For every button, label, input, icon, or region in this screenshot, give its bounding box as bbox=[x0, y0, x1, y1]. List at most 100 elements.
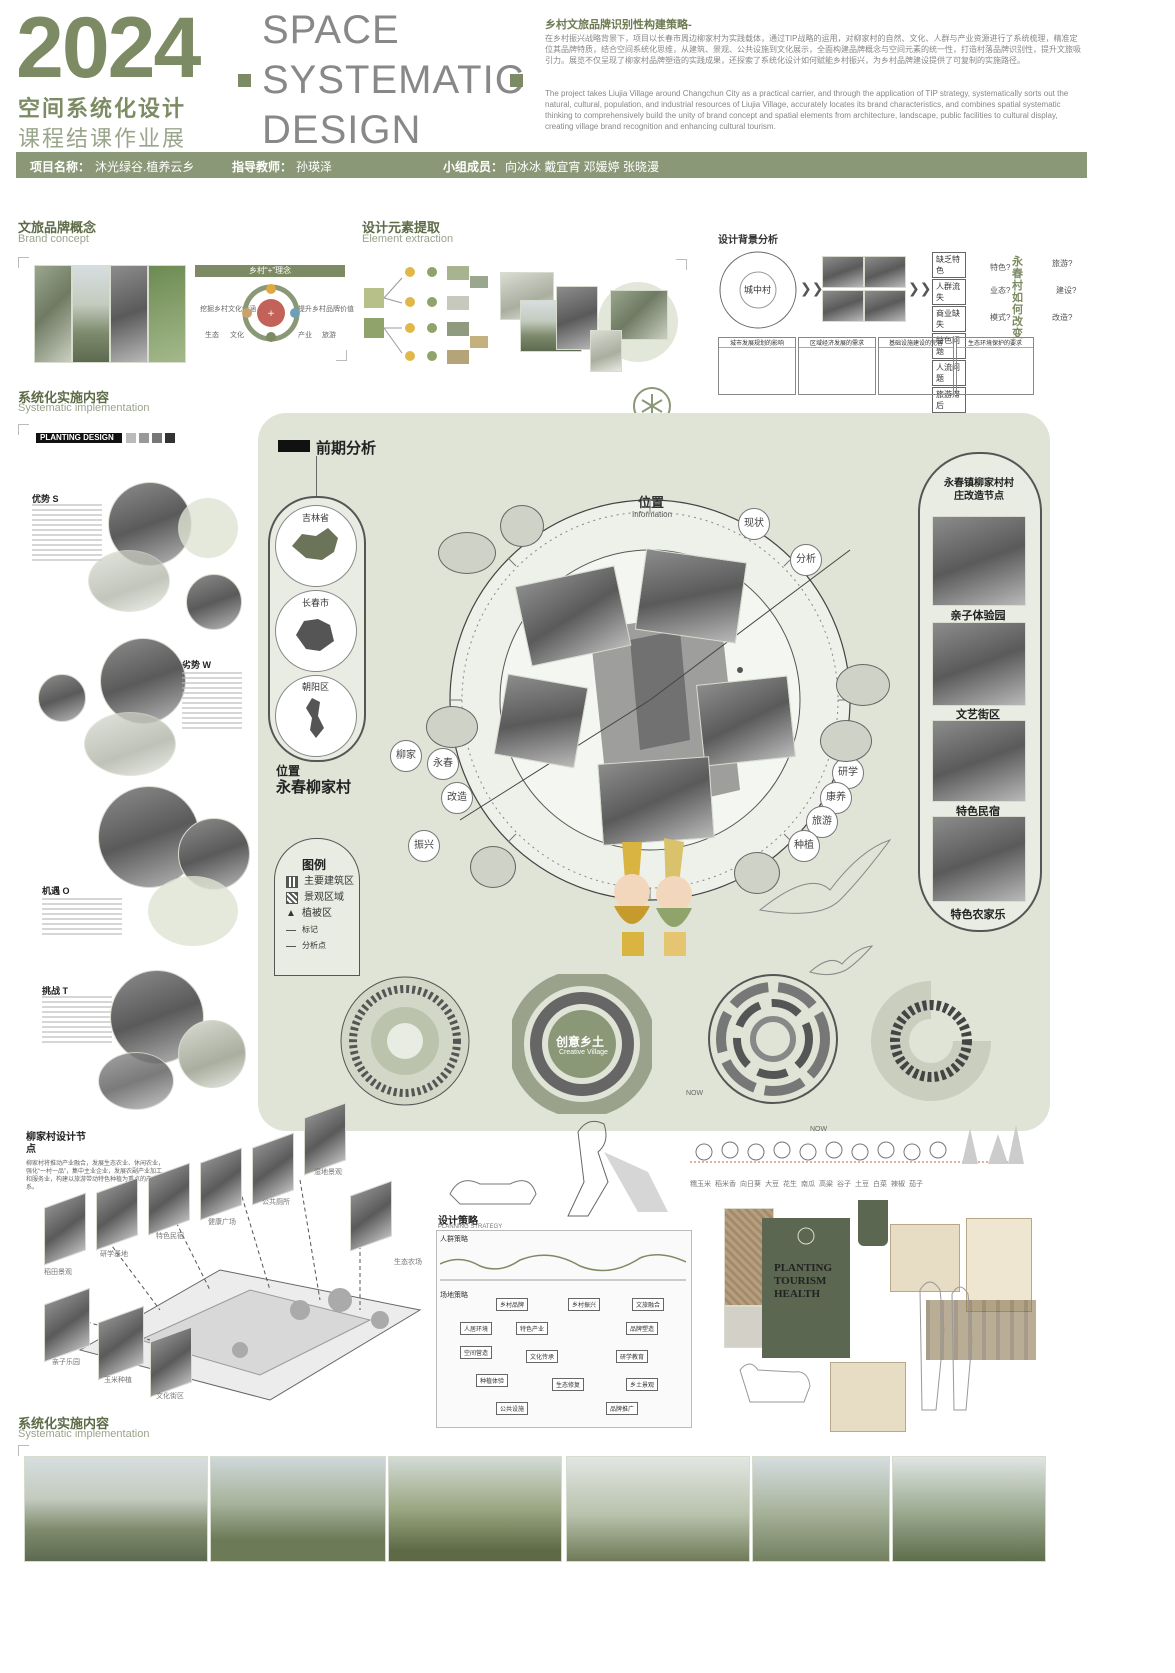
title-en-line-2: SYSTEMATIC bbox=[262, 58, 525, 102]
background-hub-text: 城中村 bbox=[744, 285, 772, 295]
strategy-heading: 乡村文旅品牌识别性构建策略- bbox=[545, 19, 692, 31]
left-tag-1: 柳家 bbox=[390, 740, 422, 772]
brand-photo-1 bbox=[34, 265, 72, 363]
element-collage-5 bbox=[590, 330, 622, 372]
changchun-map-icon bbox=[296, 619, 334, 651]
legend-capsule bbox=[274, 838, 360, 976]
legend-item: 标记 bbox=[286, 922, 354, 938]
bag-logo-icon bbox=[797, 1227, 815, 1245]
strategy-box: 文旅融合 bbox=[632, 1298, 665, 1311]
legend-swatch-landscape bbox=[286, 892, 298, 904]
background-column-title: 城市发展规划的影响 bbox=[719, 338, 795, 348]
ring-photo-3 bbox=[695, 675, 797, 767]
strategy-title: 设计策略 bbox=[438, 1216, 478, 1227]
strategy-text-cn: 在乡村振兴战略背景下，项目以长春市周边柳家村为实践载体，通过TIP战略的运用，对… bbox=[545, 34, 1081, 65]
legend-item: ▲植被区 bbox=[286, 908, 332, 919]
swatch-3 bbox=[152, 433, 162, 443]
swot-strength: 优势 S bbox=[28, 480, 248, 630]
strategy-text-en: The project takes Liujia Village around … bbox=[545, 89, 1069, 131]
background-column-2: 区域经济发展的需求 bbox=[798, 337, 876, 395]
ring-photo-4 bbox=[493, 673, 589, 769]
concept-node-4: 旅游 bbox=[322, 332, 336, 339]
plant-icon-labels: 糯玉米 稻米香 向日葵 大豆 花生 南瓜 高粱 谷子 土豆 白菜 辣椒 茄子 bbox=[690, 1180, 1020, 1189]
sketch-figure-2 bbox=[500, 505, 544, 547]
village-panel-title: 永春镇柳家村村庄改造节点 bbox=[944, 478, 1014, 502]
title-divider-dot-left bbox=[238, 74, 251, 87]
plant-icon-strip bbox=[690, 1124, 1024, 1164]
systematic-title-2: 系统化实施内容 bbox=[18, 1416, 110, 1431]
map-label-chaoyang: 朝阳区 bbox=[302, 682, 330, 692]
strategy-box: 种植体验 bbox=[476, 1374, 509, 1387]
rendering-6 bbox=[892, 1456, 1046, 1562]
nodes-panel-title: 柳家村设计节点 bbox=[26, 1132, 86, 1155]
concept-banner bbox=[195, 265, 345, 277]
donut-center-en: Creative Village bbox=[559, 1049, 608, 1056]
strategy-box: 乡村振兴 bbox=[568, 1298, 601, 1311]
concept-node-1: 生态 bbox=[205, 332, 219, 339]
background-column-title: 基础设施建设的完善 bbox=[879, 338, 953, 348]
iso-label: 研学基地 bbox=[100, 1251, 128, 1258]
rendering-5 bbox=[752, 1456, 890, 1562]
brand-concept-title: 文旅品牌概念 bbox=[18, 220, 97, 235]
background-column-1: 城市发展规划的影响 bbox=[718, 337, 796, 395]
swot-label: 优势 S bbox=[32, 494, 59, 504]
title-en-line-3: DESIGN bbox=[262, 108, 422, 152]
plant-label: 谷子 bbox=[837, 1181, 851, 1188]
pre-analysis-mark bbox=[278, 440, 310, 452]
concept-node-2: 文化 bbox=[230, 332, 244, 339]
members-value: 向冰冰 戴宜宵 邓媛婷 张晓漫 bbox=[505, 160, 660, 174]
strategy-title-en: PLANNING STRATEGY bbox=[438, 1224, 503, 1230]
question-word: 改造? bbox=[1052, 313, 1073, 322]
photographer-sketch bbox=[567, 1120, 668, 1217]
swot-threat: 挑战 T bbox=[28, 968, 248, 1112]
legend-item: 分析点 bbox=[286, 938, 354, 954]
ring-label-position: 位置 bbox=[638, 495, 665, 510]
strategy-box: 研学教育 bbox=[616, 1350, 649, 1363]
strategy-box: 乡土景观 bbox=[626, 1378, 659, 1391]
rendering-2 bbox=[210, 1456, 386, 1562]
brand-concept-subtitle: Brand concept bbox=[18, 233, 89, 245]
radial-chart-3 bbox=[708, 974, 838, 1104]
strategy-box: 公共设施 bbox=[496, 1402, 529, 1415]
sketch-figure-3 bbox=[426, 706, 478, 748]
question-word: 业态? bbox=[990, 286, 1011, 295]
issue-item: 缺乏特色 bbox=[932, 252, 966, 278]
rendering-3 bbox=[388, 1456, 562, 1562]
background-photo-2 bbox=[864, 256, 906, 288]
iso-label: 文化街区 bbox=[156, 1393, 184, 1400]
design-elements-title: 设计元素提取 bbox=[362, 220, 441, 235]
systematic-subtitle: Systematic implementation bbox=[18, 402, 150, 414]
iso-label: 公共厕所 bbox=[262, 1199, 290, 1206]
plant-label: 糯玉米 bbox=[690, 1181, 711, 1188]
sketch-figure-1 bbox=[438, 532, 496, 574]
donut-center-text: 创意乡土 bbox=[556, 1035, 605, 1049]
legend-list: 主要建筑区 景观区域 ▲植被区 标记 分析点 bbox=[286, 874, 354, 954]
vertical-question: 永春村如何改变 bbox=[1012, 256, 1023, 340]
corn-mascot-illustration bbox=[614, 838, 692, 956]
ring-photo-2 bbox=[634, 548, 748, 644]
village-photo-2 bbox=[932, 622, 1026, 706]
swatch-4 bbox=[165, 433, 175, 443]
map-label-jilin: 吉林省 bbox=[302, 513, 330, 523]
brand-photo-2 bbox=[72, 265, 110, 363]
bag-text-2: TOURISM bbox=[774, 1275, 827, 1287]
village-node-caption: 亲子体验园 bbox=[950, 610, 1006, 622]
village-node-caption: 文艺街区 bbox=[956, 709, 1000, 721]
ring-info-text: Information bbox=[632, 510, 673, 519]
ring-tag-status: 现状 bbox=[738, 508, 770, 540]
strategy-box: 生态修复 bbox=[552, 1378, 585, 1391]
iso-label: 湿地景观 bbox=[314, 1169, 342, 1176]
map-changchun bbox=[275, 590, 357, 672]
swot-label: 劣势 W bbox=[182, 660, 211, 670]
iso-label: 稻田景观 bbox=[44, 1269, 72, 1276]
iso-label: 玉米种植 bbox=[104, 1377, 132, 1384]
kraft-bag-2 bbox=[966, 1218, 1032, 1312]
title-en-line-1: SPACE bbox=[262, 8, 400, 52]
project-label: 项目名称： bbox=[30, 160, 91, 174]
title-cn: 空间系统化设计 bbox=[18, 96, 187, 121]
plant-label: 向日葵 bbox=[740, 1181, 761, 1188]
background-photo-3 bbox=[822, 290, 864, 322]
compass-label: NOW bbox=[810, 1126, 828, 1133]
question-word: 建设? bbox=[1056, 286, 1077, 295]
strategy-box: 人居环境 bbox=[460, 1322, 493, 1335]
